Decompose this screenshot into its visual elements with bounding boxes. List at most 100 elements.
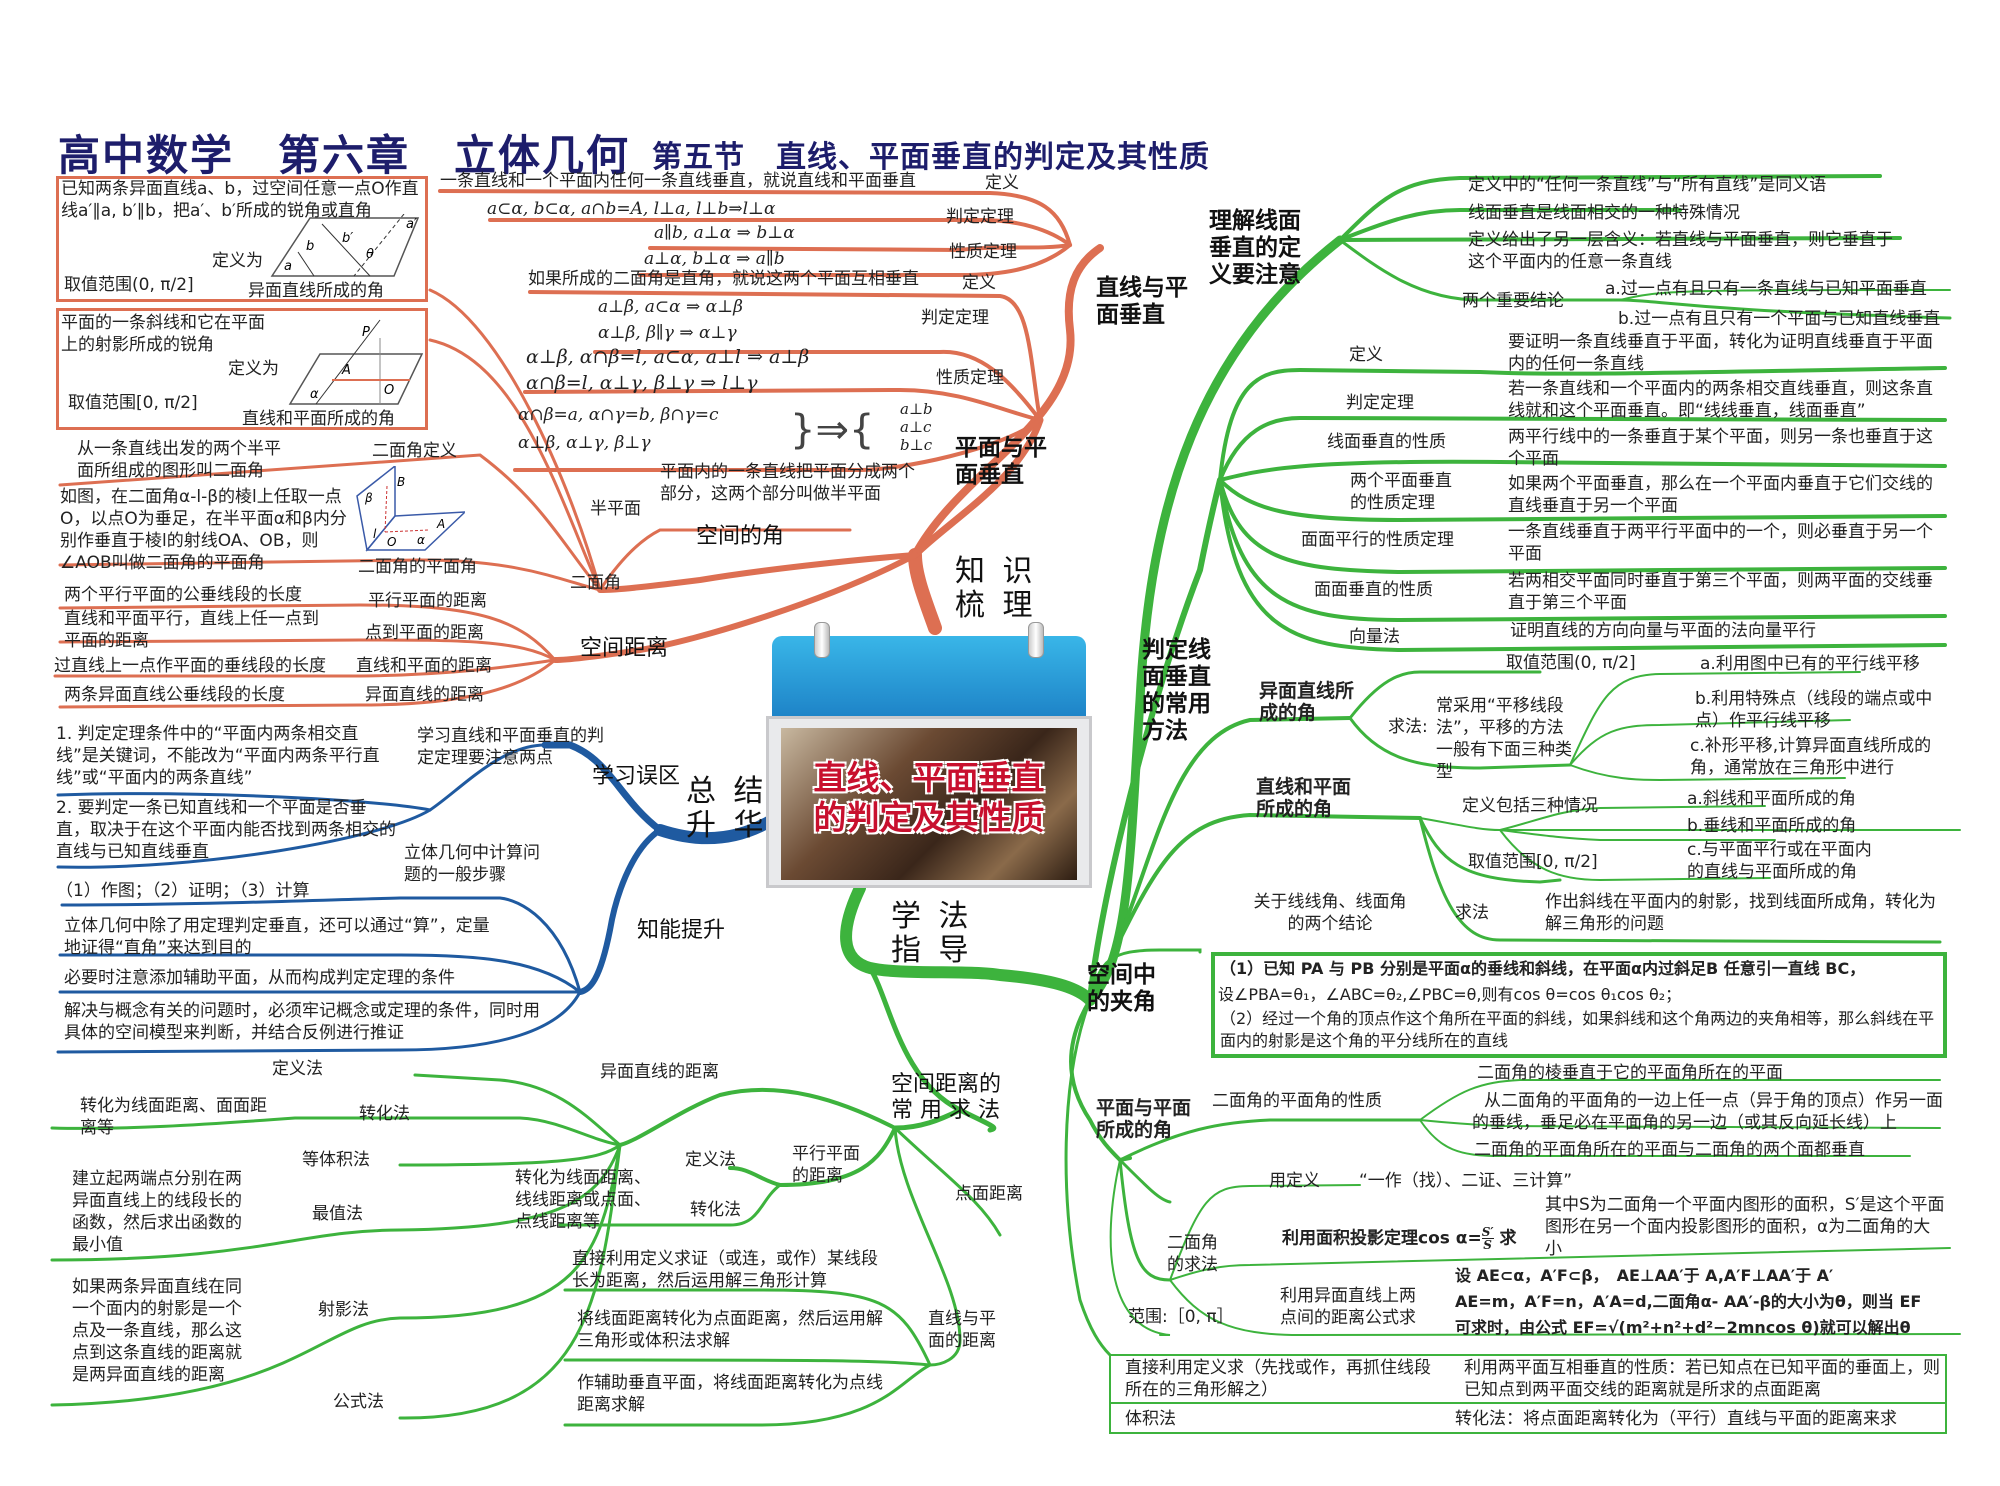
parallel-planes-node: 平行平面的距离 — [792, 1144, 860, 1186]
skew-distance-text: 如果两条异面直线在同一个面内的射影是一个点及一条直线，那么这点到这条直线的距离就… — [72, 1277, 242, 1385]
result-line: a⊥b — [900, 400, 933, 418]
distance-formula-method: 利用异面直线上两点间的距离公式求 — [1280, 1286, 1416, 1328]
pp-property-formula: α⊥β, α∩β=l, a⊂α, a⊥l ⇒ a⊥β — [526, 346, 810, 368]
mistakes-node: 学习误区 — [592, 764, 681, 789]
lp-def-item: b.垂线和平面所成的角 — [1687, 816, 1857, 836]
space-angle-node: 空间的角 — [696, 524, 785, 549]
fig-label: b′ — [342, 231, 353, 246]
pp-criterion-formula: a⊥β, a⊂α ⇒ α⊥β — [598, 297, 743, 317]
brace-implies-icon: }⇒{ — [790, 407, 875, 453]
conclusions-label: 两个重要结论 — [1462, 291, 1564, 311]
skew-distance-method: 公式法 — [333, 1392, 384, 1412]
conclusion-item: a.过一点有且只有一条直线与已知平面垂直 — [1605, 279, 1927, 299]
dihedral-property-label: 二面角的平面角的性质 — [1212, 1091, 1382, 1111]
method-text: 一条直线垂直于两平行平面中的一个，则必垂直于另一个平面 — [1508, 522, 1933, 564]
space-angles-node: 空间中的夹角 — [1087, 962, 1156, 1015]
note-item: 定义中的“任何一条直线”与“所有直线”是同义语 — [1468, 175, 1827, 195]
formula-line: 可求时，由公式 EF=√(m²+n²+d²−2mncos θ)就可以解出θ — [1455, 1318, 1911, 1337]
distance-label: 点到平面的距离 — [365, 623, 484, 643]
distance-label: 异面直线的距离 — [365, 685, 484, 705]
fig-label: P — [362, 325, 370, 340]
lp-property-formula: a⊥α, b⊥α ⇒ a∥b — [644, 249, 785, 269]
result-line: b⊥c — [900, 436, 933, 454]
method-label: 判定定理 — [1346, 393, 1414, 413]
improve-tip: 必要时注意添加辅助平面，从而构成判定定理的条件 — [64, 968, 455, 988]
fig-label: θ — [366, 247, 374, 262]
fig-label: B — [397, 475, 405, 489]
dihedral-figure: B β l O A α — [356, 466, 465, 552]
projection-suffix: 求 — [1499, 1228, 1517, 1249]
dihedral-property: 二面角的平面角所在的平面与二面角的两个面都垂直 — [1474, 1140, 1865, 1160]
formula-line: AE=m，A′F=n，A′A=d,二面角α- AA′-β的大小为θ，则当 EF — [1455, 1292, 1922, 1311]
improve-node: 知能提升 — [637, 918, 726, 943]
lp-def-item: c.与平面平行或在平面内的直线与平面所成的角 — [1687, 840, 1872, 882]
dihedral-node: 平面与平面所成的角 — [1096, 1097, 1192, 1141]
method-label: 向量法 — [1349, 627, 1400, 647]
lp-def-label: 定义 — [985, 173, 1019, 193]
dihedral-property: 从二面角的平面角的一边上任一点（异于角的顶点）作另一面的垂线，垂足必在平面角的另… — [1472, 1091, 1943, 1133]
note-item: 定义给出了另一层含义：若直线与平面垂直，则它垂直于这个平面内的任意一条直线 — [1468, 230, 1893, 272]
center-topic-card: 直线、平面垂直 的判定及其性质 — [766, 622, 1092, 888]
line-plane-perp-node: 直线与平面垂直 — [1096, 275, 1188, 328]
lp-angle-name: 直线和平面所成的角 — [242, 409, 395, 429]
distance-def: 两个平行平面的公垂线段的长度 — [64, 585, 302, 605]
calendar-ring-icon — [1028, 622, 1044, 658]
table-cell: 体积法 — [1125, 1409, 1176, 1429]
summary-root-node: 总 结 升 华 — [686, 774, 768, 843]
table-cell: 转化法：将点面距离转化为（平行）直线与平面的距离来求 — [1455, 1409, 1897, 1429]
skew-angle-name: 异面直线所成的角 — [248, 281, 384, 301]
mistake-point: 1. 判定定理条件中的“平面内两条相交直线”是关键词，不能改为“平面内两条平行直… — [56, 724, 380, 788]
three-planes-condition: α⊥β, α⊥γ, β⊥γ — [518, 433, 651, 453]
methods-root-node: 学 法 指 导 — [891, 899, 973, 968]
distances-node: 空间距离的 常 用 求 法 — [891, 1072, 1002, 1123]
pp-criterion-label: 判定定理 — [921, 308, 989, 328]
three-planes-result: a⊥b a⊥c b⊥c — [900, 400, 933, 454]
formula-line: 设 AE⊂α，A′F⊂β， AE⊥AA′于 A,A′F⊥AA′于 A′ — [1455, 1266, 1834, 1285]
fig-label: a′ — [406, 217, 417, 232]
line-plane-angle-node: 直线和平面所成的角 — [1256, 776, 1352, 820]
perp-methods-node: 判定线面垂直的常用方法 — [1142, 637, 1211, 744]
projection-theorem: 利用面积投影定理cos α=S′S 求 — [1282, 1226, 1516, 1251]
skew-range: 取值范围(0, π/2] — [1506, 653, 1636, 673]
parallel-planes-method: 转化法 — [690, 1200, 741, 1220]
mistakes-topic: 学习直线和平面垂直的判定定理要注意两点 — [417, 726, 604, 768]
summary-branches — [56, 741, 778, 1054]
lp-property-formula: a∥b, a⊥α ⇒ b⊥α — [654, 223, 795, 243]
three-planes-condition: α∩β=a, α∩γ=b, β∩γ=c — [518, 405, 719, 425]
line-plane-angle-box — [56, 308, 428, 430]
fig-label: O — [387, 535, 396, 549]
method-text: 证明直线的方向向量与平面的法向量平行 — [1510, 621, 1816, 641]
dihedral-method-node: 二面角的求法 — [1167, 1233, 1218, 1275]
calendar-ring-icon — [814, 622, 830, 658]
lp-def-text: 一条直线和一个平面内任何一条直线垂直，就说直线和平面垂直 — [440, 171, 916, 191]
card-body: 直线、平面垂直 的判定及其性质 — [766, 716, 1092, 888]
card-title: 直线、平面垂直 的判定及其性质 — [781, 758, 1077, 838]
method-label: 线面垂直的性质 — [1327, 432, 1446, 452]
distance-label: 直线和平面的距离 — [356, 656, 492, 676]
method-label: 面面平行的性质定理 — [1301, 530, 1454, 550]
skew-angle-figure: a b a′ b′ θ — [270, 214, 420, 277]
skew-range: 取值范围(0, π/2] — [64, 275, 194, 295]
skew-distance-method: 等体积法 — [302, 1150, 370, 1170]
method-label: 定义 — [1349, 345, 1383, 365]
projection-label: 利用面积投影定理cos α= — [1282, 1228, 1482, 1249]
lp-defined-as: 定义为 — [228, 359, 279, 379]
skew-angle-node: 异面直线所成的角 — [1259, 680, 1355, 724]
fig-label: α — [310, 387, 319, 402]
skew-method-label: 求法: — [1388, 717, 1428, 737]
method-text: 若两相交平面同时垂直于第三个平面，则两平面的交线垂直于第三个平面 — [1508, 571, 1933, 613]
skew-method-item: a.利用图中已有的平行线平移 — [1700, 654, 1920, 674]
plane-plane-perp-node: 平面与平面垂直 — [955, 435, 1047, 488]
method-text: 两平行线中的一条垂直于某个平面，则另一条也垂直于这个平面 — [1508, 427, 1933, 469]
dihedral-by-def-text: “一作（找）、二证、三计算” — [1359, 1171, 1573, 1191]
skew-angle-box — [56, 176, 428, 302]
lp-def-item: a.斜线和平面所成的角 — [1687, 789, 1856, 809]
lp-def-label: 定义包括三种情况 — [1462, 796, 1598, 816]
conclusion-text: 设∠PBA=θ₁，∠ABC=θ₂,∠PBC=θ,则有cos θ=cos θ₁co… — [1218, 985, 1682, 1004]
fig-label: O — [384, 383, 394, 398]
abacus-image: 直线、平面垂直 的判定及其性质 — [781, 728, 1077, 880]
dihedral-range: 范围:［0, π］ — [1128, 1307, 1234, 1327]
skew-method-text: 常采用“平移线段法”，平移的方法一般有下面三种类型 — [1436, 696, 1572, 782]
table-divider — [1109, 1402, 1947, 1404]
